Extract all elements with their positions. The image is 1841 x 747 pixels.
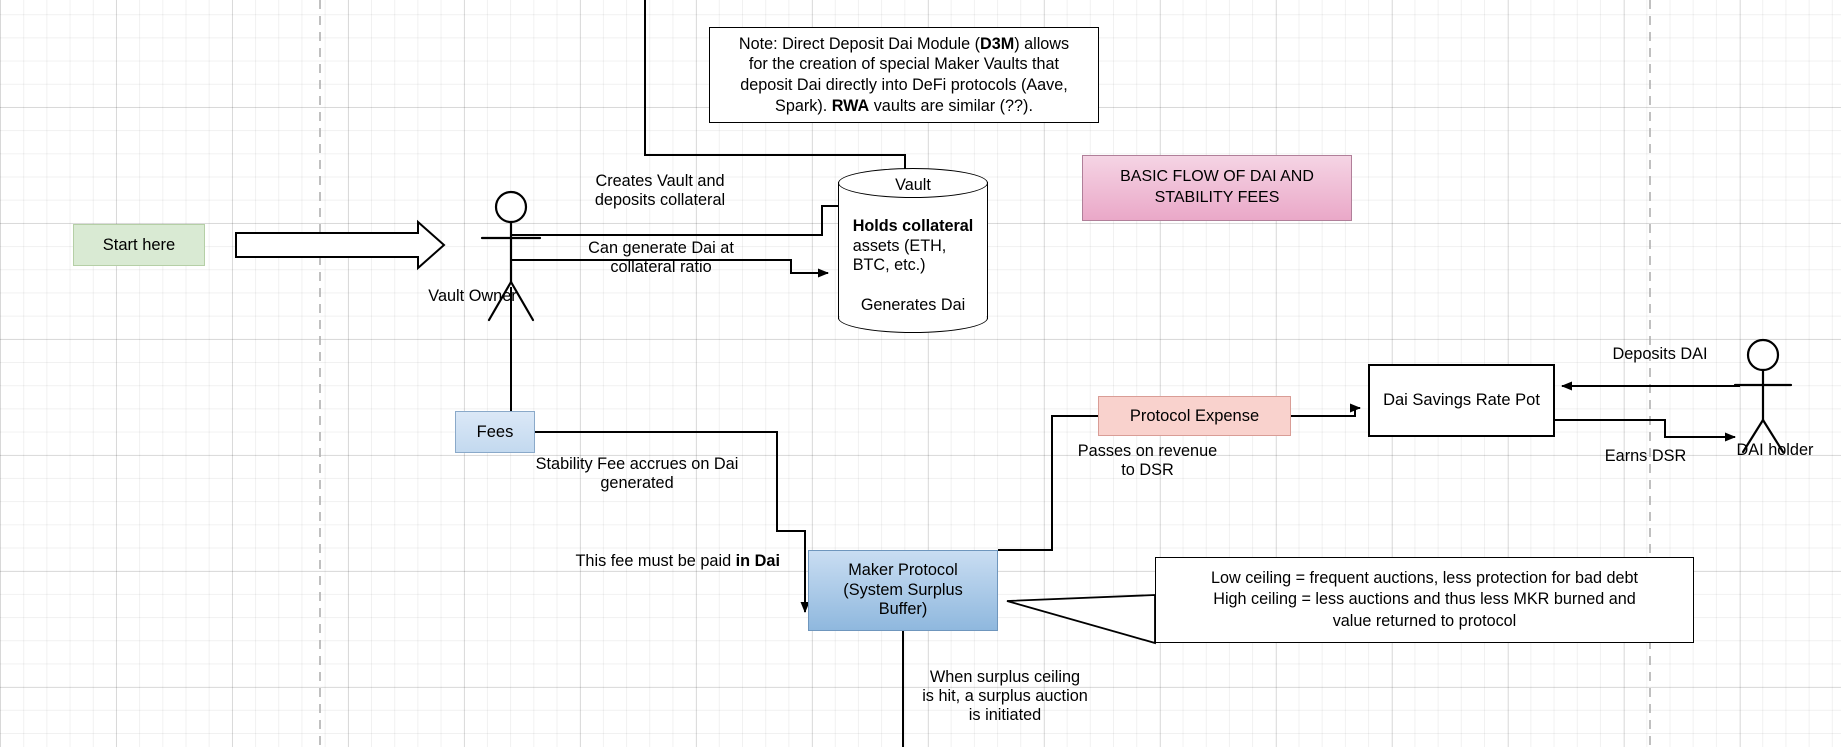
note-line4-b: vaults are similar (??). xyxy=(869,96,1033,115)
label-stability-fee: Stability Fee accrues on Dai generated xyxy=(535,455,739,493)
label-deposits-dai: Deposits DAI xyxy=(1612,345,1708,363)
label-creates-vault: Creates Vault and deposits collateral xyxy=(594,172,726,210)
diagram-title-box: BASIC FLOW OF DAI AND STABILITY FEES xyxy=(1082,155,1352,221)
edge-expense-to-dsr-pot xyxy=(1291,403,1361,417)
note-line1-b: ) allows xyxy=(1014,34,1070,53)
vault-cylinder[interactable]: Vault Holds collateral assets (ETH, BTC,… xyxy=(838,168,988,333)
maker-protocol-box[interactable]: Maker Protocol (System Surplus Buffer) xyxy=(808,550,998,631)
dai-savings-rate-pot-box[interactable]: Dai Savings Rate Pot xyxy=(1368,364,1555,437)
fees-box[interactable]: Fees xyxy=(455,411,535,453)
edge-can-generate-dai xyxy=(511,259,829,278)
vault-line2: assets (ETH, xyxy=(852,236,947,255)
cylinder-body xyxy=(838,182,988,319)
page-break-guides xyxy=(319,0,1651,747)
vault-line4: Generates Dai xyxy=(860,295,966,314)
callout-line1: Low ceiling = frequent auctions, less pr… xyxy=(1211,569,1638,588)
ceiling-callout-box: Low ceiling = frequent auctions, less pr… xyxy=(1155,557,1694,643)
edge-earns-dsr xyxy=(1555,419,1736,442)
cylinder-top-ellipse xyxy=(838,168,988,198)
label-dai-holder: DAI holder xyxy=(1736,441,1814,459)
label-vault-owner: Vault Owner xyxy=(428,287,517,305)
note-line2: for the creation of special Maker Vaults… xyxy=(748,55,1060,74)
block-arrow-start-to-owner xyxy=(235,219,446,271)
label-surplus-auction: When surplus ceiling is hit, a surplus a… xyxy=(922,668,1088,725)
vault-line3: BTC, etc.) xyxy=(852,256,926,275)
label-this-fee-paid-in-dai: This fee must be paid in Dai xyxy=(490,533,780,571)
vault-owner-figure xyxy=(480,190,542,322)
this-fee-bold: in Dai xyxy=(735,552,780,571)
note-rwa-bold: RWA xyxy=(831,96,870,115)
this-fee-text: This fee must be paid xyxy=(575,552,736,571)
edge-note-to-vault xyxy=(644,0,906,176)
note-line3: deposit Dai directly into DeFi protocols… xyxy=(740,76,1068,94)
vault-line1: Holds collateral xyxy=(852,217,974,236)
maker-line3: Buffer) xyxy=(878,600,928,619)
label-earns-dsr: Earns DSR xyxy=(1604,447,1687,465)
note-line1-a: Note: Direct Deposit Dai Module ( xyxy=(738,34,981,53)
vault-title: Vault xyxy=(895,176,931,194)
note-line4-a: Spark). xyxy=(775,96,832,115)
protocol-expense-box[interactable]: Protocol Expense xyxy=(1098,396,1291,436)
start-here-box[interactable]: Start here xyxy=(73,224,205,266)
label-passes-on-revenue: Passes on revenue to DSR xyxy=(1077,442,1218,480)
note-d3m-bold: D3M xyxy=(980,34,1015,53)
maker-line2: (System Surplus xyxy=(843,580,963,599)
maker-line1: Maker Protocol xyxy=(848,560,958,579)
callout-tail xyxy=(1006,594,1156,645)
callout-line2: High ceiling = less auctions and thus le… xyxy=(1213,590,1636,609)
d3m-note-box: Note: Direct Deposit Dai Module (D3M) al… xyxy=(709,27,1099,123)
callout-line3: value returned to protocol xyxy=(1332,611,1517,630)
label-can-generate-dai: Can generate Dai at collateral ratio xyxy=(588,239,734,277)
dai-holder-figure xyxy=(1733,338,1793,454)
edge-maker-to-protocol-expense xyxy=(998,415,1098,551)
